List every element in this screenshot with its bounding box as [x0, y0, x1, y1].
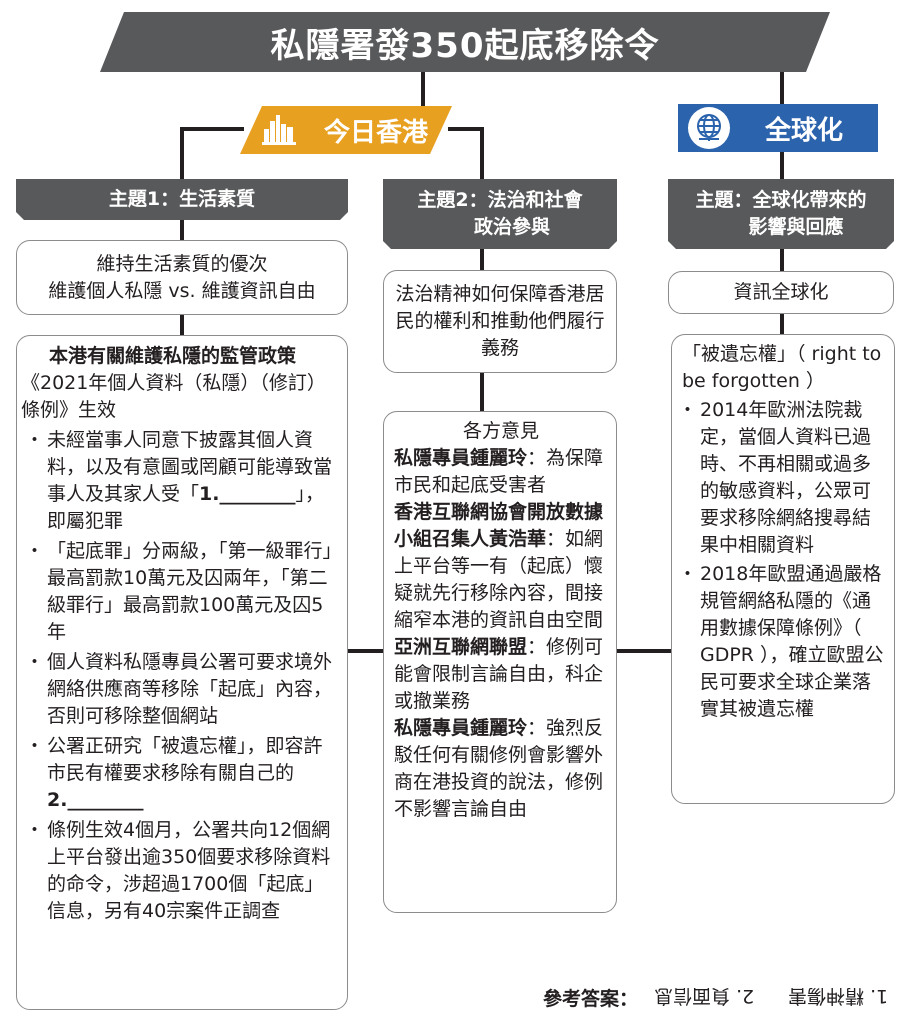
opinion-text: ：為保障市民和起底受害者 [394, 447, 604, 496]
theme-3-header: 主題：全球化帶來的 影響與回應 [668, 179, 894, 249]
connector [480, 371, 484, 413]
privacy-policy-box: 本港有關維護私隱的監管政策 《2021年個人資料（私隱）（修訂）條例》生效 未經… [16, 335, 348, 1010]
connector [617, 649, 673, 653]
theme-2-header: 主題2：法治和社會 政治參與 [383, 179, 617, 249]
connector [780, 248, 784, 274]
answer-label: 參考答案： [543, 987, 639, 1010]
bullet-text: 2018年歐盟通過嚴格規管網絡私隱的《通用數據保障條例》（ GDPR ），確立歐… [700, 563, 884, 720]
subtopic-line2: 維護個人私隱 vs. 維護資訊自由 [48, 279, 316, 302]
city-skyline-icon [258, 109, 300, 151]
reference-answers: 參考答案： 2. 負面信息 1. 精神傷害 [543, 980, 915, 1014]
opinions-box: 各方意見 私隱專員鍾麗玲：為保障市民和起底受害者 香港互聯網協會開放數據小組召集… [383, 411, 617, 913]
ordinance-text: 《2021年個人資料（私隱）（修訂）條例》生效 [21, 372, 326, 421]
bullet-item: 「起底罪」分兩級，「第一級罪行」最高罰款10萬元及囚兩年，「第二級罪行」最高罰款… [25, 538, 337, 646]
answer-1-upside-down: 1. 精神傷害 [788, 984, 889, 1007]
bullet-text: 個人資料私隱專員公署可要求境外網絡供應商等移除「起底」內容，否則可移除整個網站 [47, 651, 333, 727]
connector [421, 70, 425, 108]
rule-of-law-box: 法治精神如何保障香港居民的權利和推動他們履行義務 [383, 270, 617, 373]
theme-1-label: 主題1：生活素質 [108, 188, 256, 210]
bullet-text: 條例生效4個月，公署共向12個網上平台發出逾350個要求移除資料的命令，涉超過1… [47, 819, 331, 922]
bullet-item: 公署正研究「被遺忘權」，即容許市民有權要求移除有關自己的 2.________ [25, 733, 337, 814]
bullet-item: 2018年歐盟通過嚴格規管網絡私隱的《通用數據保障條例》（ GDPR ），確立歐… [678, 561, 886, 723]
connector [480, 127, 484, 183]
answer-2-upside-down: 2. 負面信息 [654, 984, 755, 1007]
opinion-speaker: 私隱專員鍾麗玲 [394, 717, 528, 739]
bullet-item: 條例生效4個月，公署共向12個網上平台發出逾350個要求移除資料的命令，涉超過1… [25, 817, 337, 925]
connector [180, 218, 184, 242]
rtbf-heading: 「被遺忘權」（ right to be forgotten ） [682, 343, 882, 392]
opinions-heading: 各方意見 [462, 420, 539, 442]
connector [780, 312, 784, 336]
subtopic-text: 資訊全球化 [733, 281, 829, 303]
category-label: 今日香港 [323, 117, 428, 148]
connector [448, 127, 482, 131]
category-hk-today: 今日香港 [240, 106, 452, 154]
globe-icon [688, 107, 730, 149]
opinion-text: ：如網上平台等一有（起底）懷疑就先行移除內容，間接縮窄本港的資訊自由空間 [394, 528, 604, 631]
answer-blank-1: 1.________ [199, 483, 296, 505]
opinion-speaker: 亞洲互聯網聯盟 [394, 636, 528, 658]
connector [780, 150, 784, 185]
connector [480, 248, 484, 272]
connector [780, 70, 784, 106]
opinion-item: 私隱專員鍾麗玲：強烈反駁任何有關修例會影響外商在港投資的說法，修例不影響言論自由 [394, 715, 608, 823]
opinion-item: 香港互聯網協會開放數據小組召集人黃浩華：如網上平台等一有（起底）懷疑就先行移除內… [394, 499, 608, 634]
page-title: 私隱署發350起底移除令 [270, 25, 660, 66]
info-globalization-box: 資訊全球化 [668, 271, 894, 314]
subtopic-line1: 維持生活素質的優次 [96, 252, 268, 275]
bullet-text: 「起底罪」分兩級，「第一級罪行」最高罰款10萬元及囚兩年，「第二級罪行」最高罰款… [47, 540, 333, 643]
category-label: 全球化 [764, 115, 843, 146]
bullet-text: 未經當事人同意下披露其個人資料，以及有意圖或罔顧可能導致當事人及其家人受「 [47, 429, 333, 505]
theme-1-header: 主題1：生活素質 [16, 179, 348, 220]
opinion-text: ：強烈反駁任何有關修例會影響外商在港投資的說法，修例不影響言論自由 [394, 717, 604, 820]
quality-of-life-box: 維持生活素質的優次 維護個人私隱 vs. 維護資訊自由 [16, 240, 348, 315]
connector [347, 649, 384, 653]
connector [180, 313, 184, 337]
right-to-be-forgotten-box: 「被遺忘權」（ right to be forgotten ） 2014年歐洲法… [671, 334, 895, 804]
bullet-item: 未經當事人同意下披露其個人資料，以及有意圖或罔顧可能導致當事人及其家人受「1._… [25, 427, 337, 535]
opinion-speaker: 香港互聯網協會開放數據小組召集人黃浩華 [394, 501, 604, 550]
theme-3-label-line1: 主題：全球化帶來的 [695, 189, 867, 211]
title-banner: 私隱署發350起底移除令 [100, 12, 830, 72]
bullet-item: 2014年歐洲法院裁定，當個人資料已過時、不再相關或過多的敏感資料，公眾可要求移… [678, 397, 886, 559]
connector [180, 127, 184, 183]
opinion-item: 亞洲互聯網聯盟：修例可能會限制言論自由，科企或撤業務 [394, 634, 608, 715]
bullet-text: 」，即屬犯罪 [47, 483, 324, 532]
opinion-text: ：修例可能會限制言論自由，科企或撤業務 [394, 636, 604, 712]
theme-3-label-line2: 影響與回應 [748, 216, 844, 238]
policy-heading: 本港有關維護私隱的監管政策 [49, 345, 297, 367]
theme-2-label-line2: 政治參與 [473, 216, 550, 238]
opinion-item: 私隱專員鍾麗玲：為保障市民和起底受害者 [394, 445, 608, 499]
bullet-item: 個人資料私隱專員公署可要求境外網絡供應商等移除「起底」內容，否則可移除整個網站 [25, 649, 337, 730]
bullet-text: 2014年歐洲法院裁定，當個人資料已過時、不再相關或過多的敏感資料，公眾可要求移… [700, 399, 872, 556]
connector [180, 127, 244, 131]
subtopic-text: 法治精神如何保障香港居民的權利和推動他們履行義務 [395, 283, 605, 359]
bullet-text: 公署正研究「被遺忘權」，即容許市民有權要求移除有關自己的 [47, 735, 323, 784]
answer-blank-2: 2.________ [47, 789, 144, 811]
opinion-speaker: 私隱專員鍾麗玲 [394, 447, 528, 469]
theme-2-label-line1: 主題2：法治和社會 [417, 189, 583, 211]
category-globalization: 全球化 [678, 104, 878, 152]
